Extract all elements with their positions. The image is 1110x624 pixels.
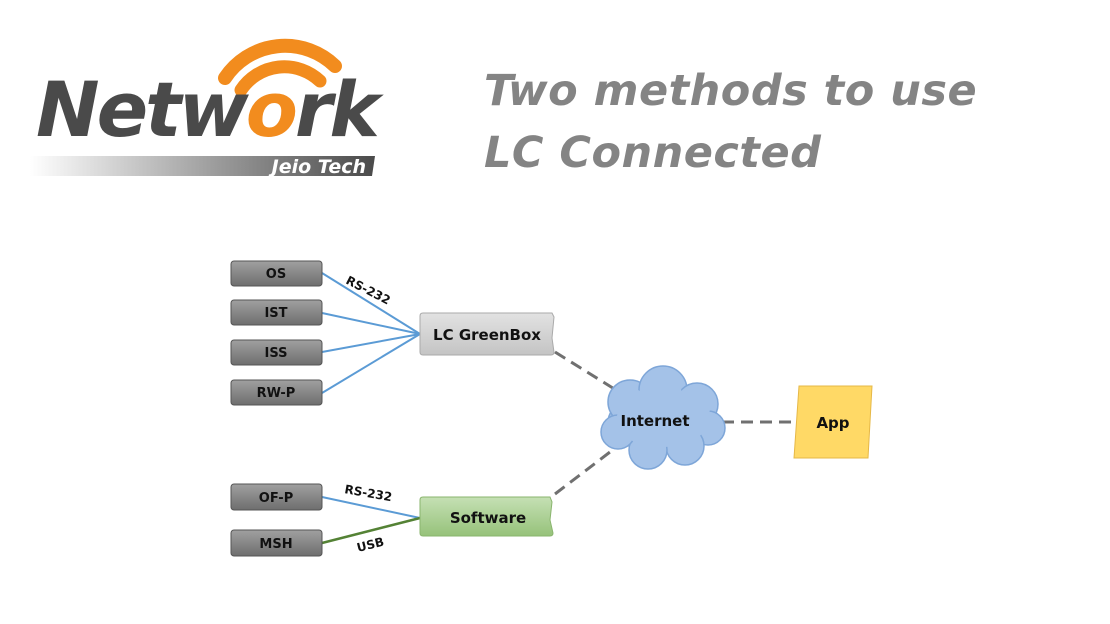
logo-wordmark-right: rk bbox=[295, 65, 384, 154]
lc-greenbox-label: LC GreenBox bbox=[433, 326, 541, 344]
rs232-label-group2: RS-232 bbox=[343, 482, 393, 504]
rs232-line-ofp bbox=[321, 496, 421, 519]
device-os-label: OS bbox=[266, 267, 286, 282]
device-ist-label: IST bbox=[264, 306, 287, 321]
device-rw-p-label: RW-P bbox=[257, 386, 296, 401]
software-label: Software bbox=[450, 509, 526, 527]
network-jeio-tech-logo: Network Jeio Tech bbox=[30, 38, 387, 178]
device-of-p-label: OF-P bbox=[259, 491, 293, 506]
logo-wordmark-left: Netw bbox=[36, 65, 249, 154]
device-os: OS bbox=[230, 260, 323, 287]
wifi-icon bbox=[218, 38, 342, 97]
page-title-line1: Two methods to use bbox=[484, 66, 978, 116]
rs232-lines-group1 bbox=[321, 272, 421, 394]
software-node: Software bbox=[419, 496, 554, 537]
logo-tagline: Jeio Tech bbox=[268, 156, 366, 178]
svg-text:Network: Network bbox=[36, 65, 384, 154]
app-node: App bbox=[793, 385, 873, 459]
device-of-p: OF-P bbox=[230, 483, 323, 511]
device-iss-label: ISS bbox=[265, 346, 288, 361]
device-iss: ISS bbox=[230, 339, 323, 366]
device-ist: IST bbox=[230, 299, 323, 326]
network-dashed-links bbox=[554, 350, 796, 496]
internet-label: Internet bbox=[620, 412, 689, 430]
page-title-line2: LC Connected bbox=[484, 128, 822, 178]
lc-greenbox-node: LC GreenBox bbox=[419, 312, 555, 356]
usb-line-msh bbox=[321, 516, 421, 545]
device-msh-label: MSH bbox=[259, 537, 292, 552]
internet-cloud-icon: Internet bbox=[600, 365, 726, 470]
logo-tagline-bar bbox=[30, 156, 375, 176]
logo-wordmark-o: o bbox=[246, 65, 296, 154]
usb-label: USB bbox=[355, 535, 385, 555]
device-rw-p: RW-P bbox=[230, 379, 323, 406]
device-msh: MSH bbox=[230, 529, 323, 557]
app-label: App bbox=[816, 414, 849, 432]
